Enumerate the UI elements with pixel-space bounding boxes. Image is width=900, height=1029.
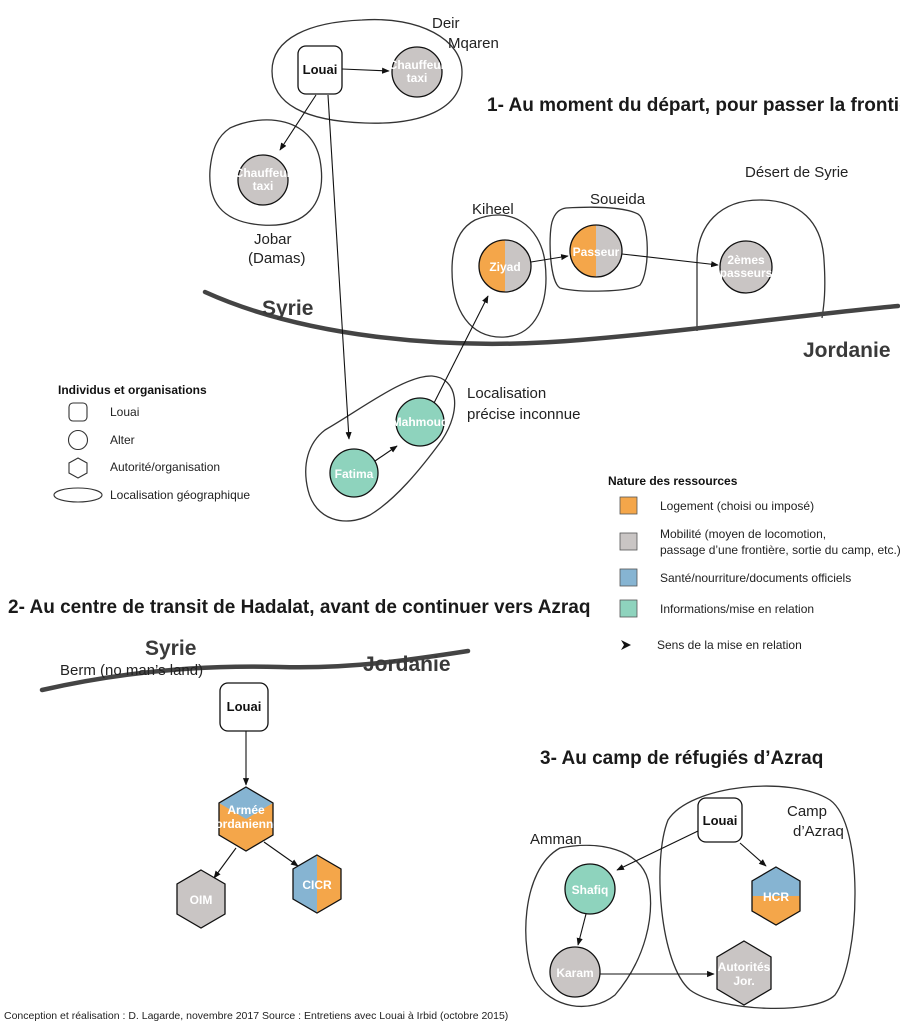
legend-resources: Nature des ressources Logement (choisi o… bbox=[608, 474, 900, 652]
legend-shapes: Individus et organisations Louai Alter A… bbox=[53, 383, 250, 503]
svg-text:Louai: Louai bbox=[227, 699, 262, 714]
node-karam: Karam bbox=[549, 946, 601, 998]
node-louai-3: Louai bbox=[697, 797, 743, 843]
node-louai-1: Louai bbox=[297, 45, 343, 95]
svg-text:Nature des ressources: Nature des ressources bbox=[608, 474, 738, 488]
arrow-fatima-mahmoud bbox=[374, 445, 398, 462]
svg-text:Ziyad: Ziyad bbox=[489, 260, 520, 274]
svg-text:Passeur: Passeur bbox=[573, 245, 620, 259]
svg-text:Sens de la mise en relation: Sens de la mise en relation bbox=[657, 638, 802, 652]
svg-text:HCR: HCR bbox=[763, 890, 789, 904]
section-2-title: 2- Au centre de transit de Hadalat, avan… bbox=[8, 597, 590, 618]
svg-text:CICR: CICR bbox=[302, 878, 332, 892]
svg-text:2èmes: 2èmes bbox=[727, 253, 765, 267]
svg-text:OIM: OIM bbox=[190, 893, 213, 907]
credit-line: Conception et réalisation : D. Lagarde, … bbox=[4, 1010, 508, 1022]
node-armee-jordanienne: Armée jordanienne bbox=[211, 786, 280, 852]
place-azraq: d’Azraq bbox=[793, 823, 844, 840]
place-desert: Désert de Syrie bbox=[745, 164, 848, 181]
svg-text:Informations/mise en relation: Informations/mise en relation bbox=[660, 602, 814, 616]
svg-text:passeurs: passeurs bbox=[720, 266, 773, 280]
svg-text:Mahmoud: Mahmoud bbox=[392, 415, 449, 429]
place-mqaren: Mqaren bbox=[448, 35, 499, 52]
arrow-shafiq-karam bbox=[576, 913, 587, 946]
svg-text:Alter: Alter bbox=[110, 433, 135, 447]
location-desert-syrie bbox=[696, 199, 826, 331]
place-berm: Berm (no man’s land) bbox=[60, 662, 203, 679]
node-2emes-passeurs: 2èmes passeurs bbox=[719, 240, 773, 294]
border-syria-jordan-1 bbox=[202, 289, 900, 346]
node-shafiq: Shafiq bbox=[564, 863, 616, 915]
node-ziyad: Ziyad bbox=[478, 239, 532, 293]
node-fatima: Fatima bbox=[329, 448, 379, 498]
place-precise-inconnue: précise inconnue bbox=[467, 406, 580, 423]
arrow-louai-shafiq bbox=[616, 830, 699, 871]
node-oim: OIM bbox=[176, 869, 226, 929]
arrow-armee-oim bbox=[213, 847, 237, 879]
country-syrie-1: Syrie bbox=[262, 297, 313, 320]
arrow-passeur-passeurs2 bbox=[621, 253, 719, 268]
place-jobar: Jobar bbox=[254, 231, 292, 248]
svg-text:Fatima: Fatima bbox=[335, 467, 374, 481]
svg-text:Mobilité (moyen de locomotion,: Mobilité (moyen de locomotion, bbox=[660, 527, 826, 541]
node-cicr: CICR bbox=[292, 854, 342, 914]
svg-text:jordanienne: jordanienne bbox=[211, 817, 280, 831]
node-autorites-jor: Autorités Jor. bbox=[716, 940, 772, 1006]
location-deir-mqaren bbox=[271, 18, 463, 124]
location-soueida bbox=[549, 206, 648, 292]
svg-text:taxi: taxi bbox=[407, 71, 428, 85]
node-chauffeur-taxi-1: Chauffeur taxi bbox=[389, 46, 446, 98]
node-chauffeur-taxi-2: Chauffeur taxi bbox=[235, 154, 292, 206]
place-amman: Amman bbox=[530, 831, 582, 848]
place-soueida: Soueida bbox=[590, 191, 646, 208]
svg-text:passage d’une frontière, sorti: passage d’une frontière, sortie du camp,… bbox=[660, 543, 900, 557]
svg-text:Karam: Karam bbox=[556, 966, 593, 980]
location-unknown bbox=[305, 375, 456, 522]
svg-text:Individus et organisations: Individus et organisations bbox=[58, 383, 207, 397]
arrow-louai-fatima bbox=[327, 94, 352, 440]
svg-text:Louai: Louai bbox=[303, 62, 338, 77]
arrow-ziyad-passeur bbox=[530, 254, 569, 263]
node-hcr: HCR bbox=[751, 866, 801, 926]
svg-text:Jor.: Jor. bbox=[733, 974, 754, 988]
country-jordanie-1: Jordanie bbox=[803, 339, 891, 362]
place-deir: Deir bbox=[432, 15, 460, 32]
arrow-mahmoud-ziyad bbox=[432, 295, 489, 406]
section-1-title: 1- Au moment du départ, pour passer la f… bbox=[487, 95, 900, 116]
place-kiheel: Kiheel bbox=[472, 201, 514, 218]
svg-text:Logement (choisi ou imposé): Logement (choisi ou imposé) bbox=[660, 499, 814, 513]
country-syrie-2: Syrie bbox=[145, 637, 196, 660]
svg-text:Chauffeur: Chauffeur bbox=[235, 166, 292, 180]
section-3-title: 3- Au camp de réfugiés d’Azraq bbox=[540, 748, 823, 769]
place-camp: Camp bbox=[787, 803, 827, 820]
svg-text:Armée: Armée bbox=[227, 803, 265, 817]
arrow-louai-chauffeur2 bbox=[279, 94, 317, 151]
svg-text:Louai: Louai bbox=[110, 405, 139, 419]
svg-text:Louai: Louai bbox=[703, 813, 738, 828]
location-camp-azraq bbox=[659, 785, 856, 1010]
svg-text:Shafiq: Shafiq bbox=[572, 883, 609, 897]
arrow-louai-chauffeur1 bbox=[341, 67, 390, 74]
location-kiheel bbox=[451, 214, 547, 338]
svg-text:taxi: taxi bbox=[253, 179, 274, 193]
svg-text:Autorité/organisation: Autorité/organisation bbox=[110, 460, 220, 474]
svg-text:Localisation géographique: Localisation géographique bbox=[110, 488, 250, 502]
node-louai-2: Louai bbox=[219, 682, 269, 732]
country-jordanie-2: Jordanie bbox=[363, 653, 451, 676]
border-syria-jordan-2 bbox=[39, 648, 471, 693]
svg-text:Santé/nourriture/documents off: Santé/nourriture/documents officiels bbox=[660, 571, 851, 585]
arrow-armee-cicr bbox=[263, 841, 299, 867]
node-mahmoud: Mahmoud bbox=[392, 397, 449, 447]
node-passeur: Passeur bbox=[569, 224, 623, 278]
place-damas: (Damas) bbox=[248, 250, 306, 267]
place-localisation: Localisation bbox=[467, 385, 546, 402]
svg-text:Chauffeur: Chauffeur bbox=[389, 58, 446, 72]
arrow-louai-hcr bbox=[739, 842, 767, 867]
svg-text:Autorités: Autorités bbox=[718, 960, 771, 974]
